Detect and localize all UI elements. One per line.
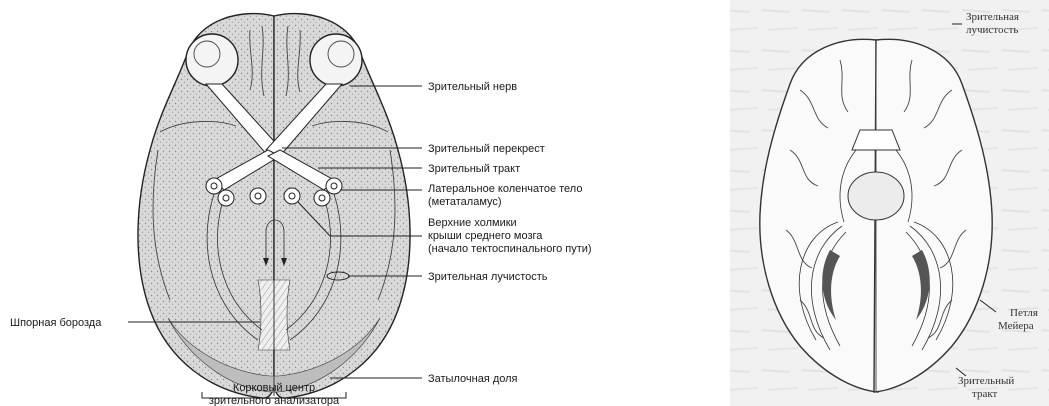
label-illus-radiation-line2: лучистость [966,24,1018,36]
label-cortical-center-line2: зрительного анализатора [209,395,340,406]
label-lgn-line1: Латеральное коленчатое тело [428,183,582,195]
left-brain-diagram: Зрительный нерв Зрительный перекрест Зри… [10,14,592,406]
label-lgn-line2: (метаталамус) [428,196,502,208]
label-optic-nerve: Зрительный нерв [428,81,517,93]
label-calcarine-sulcus: Шпорная борозда [10,317,102,329]
label-optic-tract: Зрительный тракт [428,163,520,175]
label-illus-meyer-line2: Мейера [998,320,1034,332]
right-brain-illustration: Зрительная лучистость Петля Мейера Зрите… [730,0,1049,406]
label-cortical-center-line1: Корковый центр [233,382,315,394]
label-colliculi-line3: (начало тектоспинального пути) [428,243,592,255]
midbrain [848,172,904,220]
label-illus-meyer-line1: Петля [1010,307,1038,319]
label-optic-radiation: Зрительная лучистость [428,271,548,283]
label-colliculi-line2: крыши среднего мозга [428,230,543,242]
label-occipital-lobe: Затылочная доля [428,373,518,385]
label-illus-tract-line2: тракт [972,388,998,400]
label-colliculi-line1: Верхние холмики [428,217,517,229]
label-illus-radiation-line1: Зрительная [966,11,1019,23]
optic-chiasm-illus [852,130,900,150]
label-illus-tract-line1: Зрительный [958,375,1014,387]
label-optic-chiasm: Зрительный перекрест [428,143,545,155]
